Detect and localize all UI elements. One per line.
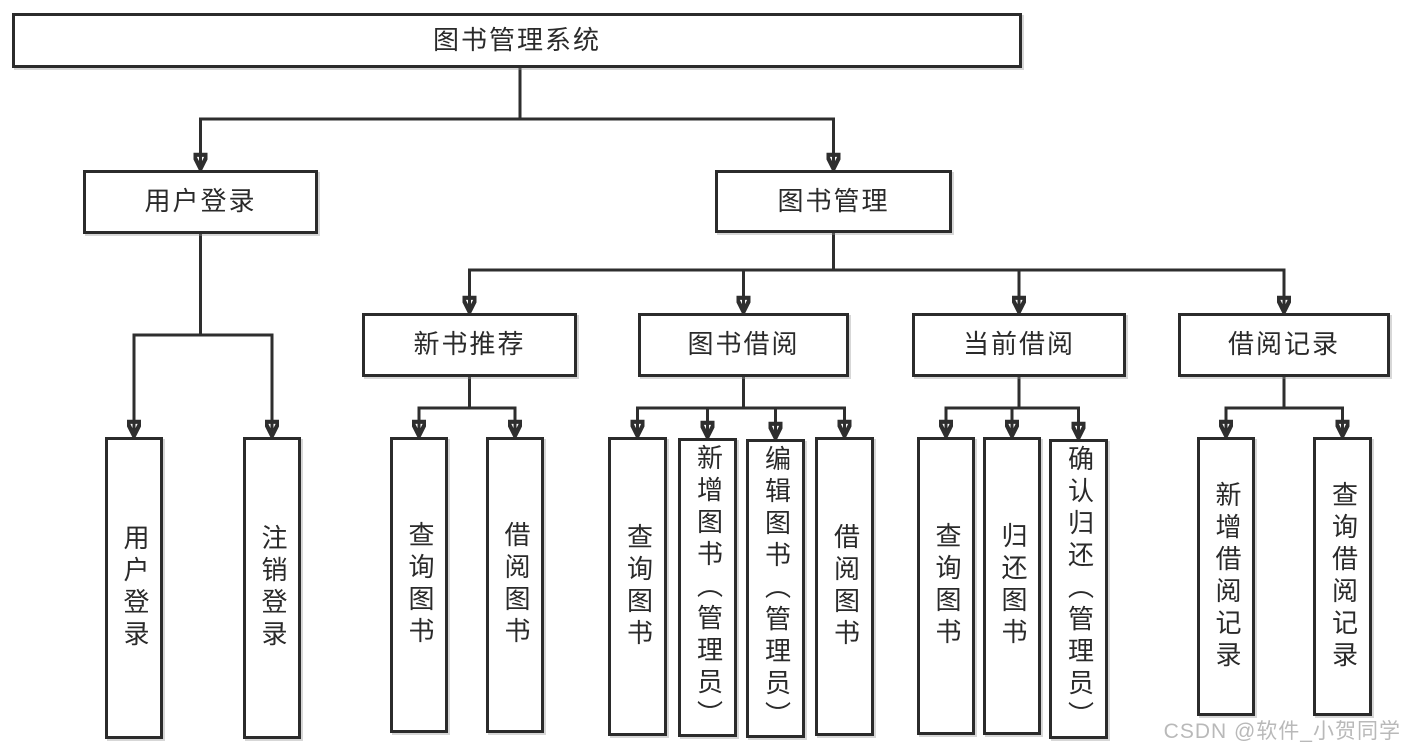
- node-label: 归还图书: [997, 522, 1028, 650]
- node-label: 查询图书: [931, 522, 962, 650]
- node-current-borrow: 当前借阅: [912, 313, 1126, 377]
- node-query-books-b: 查询图书: [608, 437, 667, 736]
- node-label: 用户登录: [144, 186, 257, 217]
- node-edit-book: 编辑图书（管理员）: [746, 439, 805, 738]
- node-book-mgmt: 图书管理: [715, 170, 952, 233]
- node-label: 借阅图书: [500, 521, 531, 649]
- node-label: 新增图书（管理员）: [693, 443, 724, 732]
- node-logout-col: 注销登录: [243, 437, 301, 739]
- node-label: 查询借阅记录: [1328, 480, 1359, 673]
- node-book-borrow: 图书借阅: [638, 313, 849, 377]
- node-return-book: 归还图书: [983, 437, 1041, 735]
- node-user-login: 用户登录: [83, 170, 318, 234]
- node-query-books-c: 查询图书: [917, 437, 975, 735]
- node-add-borrow-record: 新增借阅记录: [1197, 437, 1255, 716]
- node-label: 新书推荐: [413, 329, 526, 360]
- node-label: 查询图书: [623, 522, 654, 651]
- node-root: 图书管理系统: [12, 13, 1022, 68]
- watermark: CSDN @软件_小贺同学: [1163, 720, 1401, 743]
- node-add-book: 新增图书（管理员）: [678, 438, 737, 737]
- node-label: 注销登录: [257, 524, 288, 652]
- node-label: 图书管理: [777, 185, 890, 216]
- node-query-books-a: 查询图书: [390, 437, 448, 733]
- node-label: 图书管理系统: [432, 24, 601, 55]
- node-label: 借阅图书: [830, 522, 861, 651]
- node-borrow-records: 借阅记录: [1178, 313, 1390, 377]
- node-label: 用户登录: [119, 524, 150, 652]
- node-label: 新增借阅记录: [1211, 480, 1242, 673]
- node-query-borrow-record: 查询借阅记录: [1313, 437, 1372, 716]
- node-label: 借阅记录: [1227, 329, 1340, 360]
- node-new-book-rec: 新书推荐: [362, 313, 577, 377]
- node-user-login-col: 用户登录: [105, 437, 163, 739]
- node-borrow-books-a: 借阅图书: [486, 437, 544, 733]
- node-borrow-books-b: 借阅图书: [815, 437, 874, 736]
- node-label: 编辑图书（管理员）: [761, 444, 792, 733]
- node-label: 确认归还（管理员）: [1064, 445, 1095, 733]
- node-label: 图书借阅: [687, 329, 800, 360]
- node-confirm-return: 确认归还（管理员）: [1049, 439, 1108, 739]
- node-label: 查询图书: [404, 521, 435, 649]
- node-label: 当前借阅: [962, 329, 1075, 360]
